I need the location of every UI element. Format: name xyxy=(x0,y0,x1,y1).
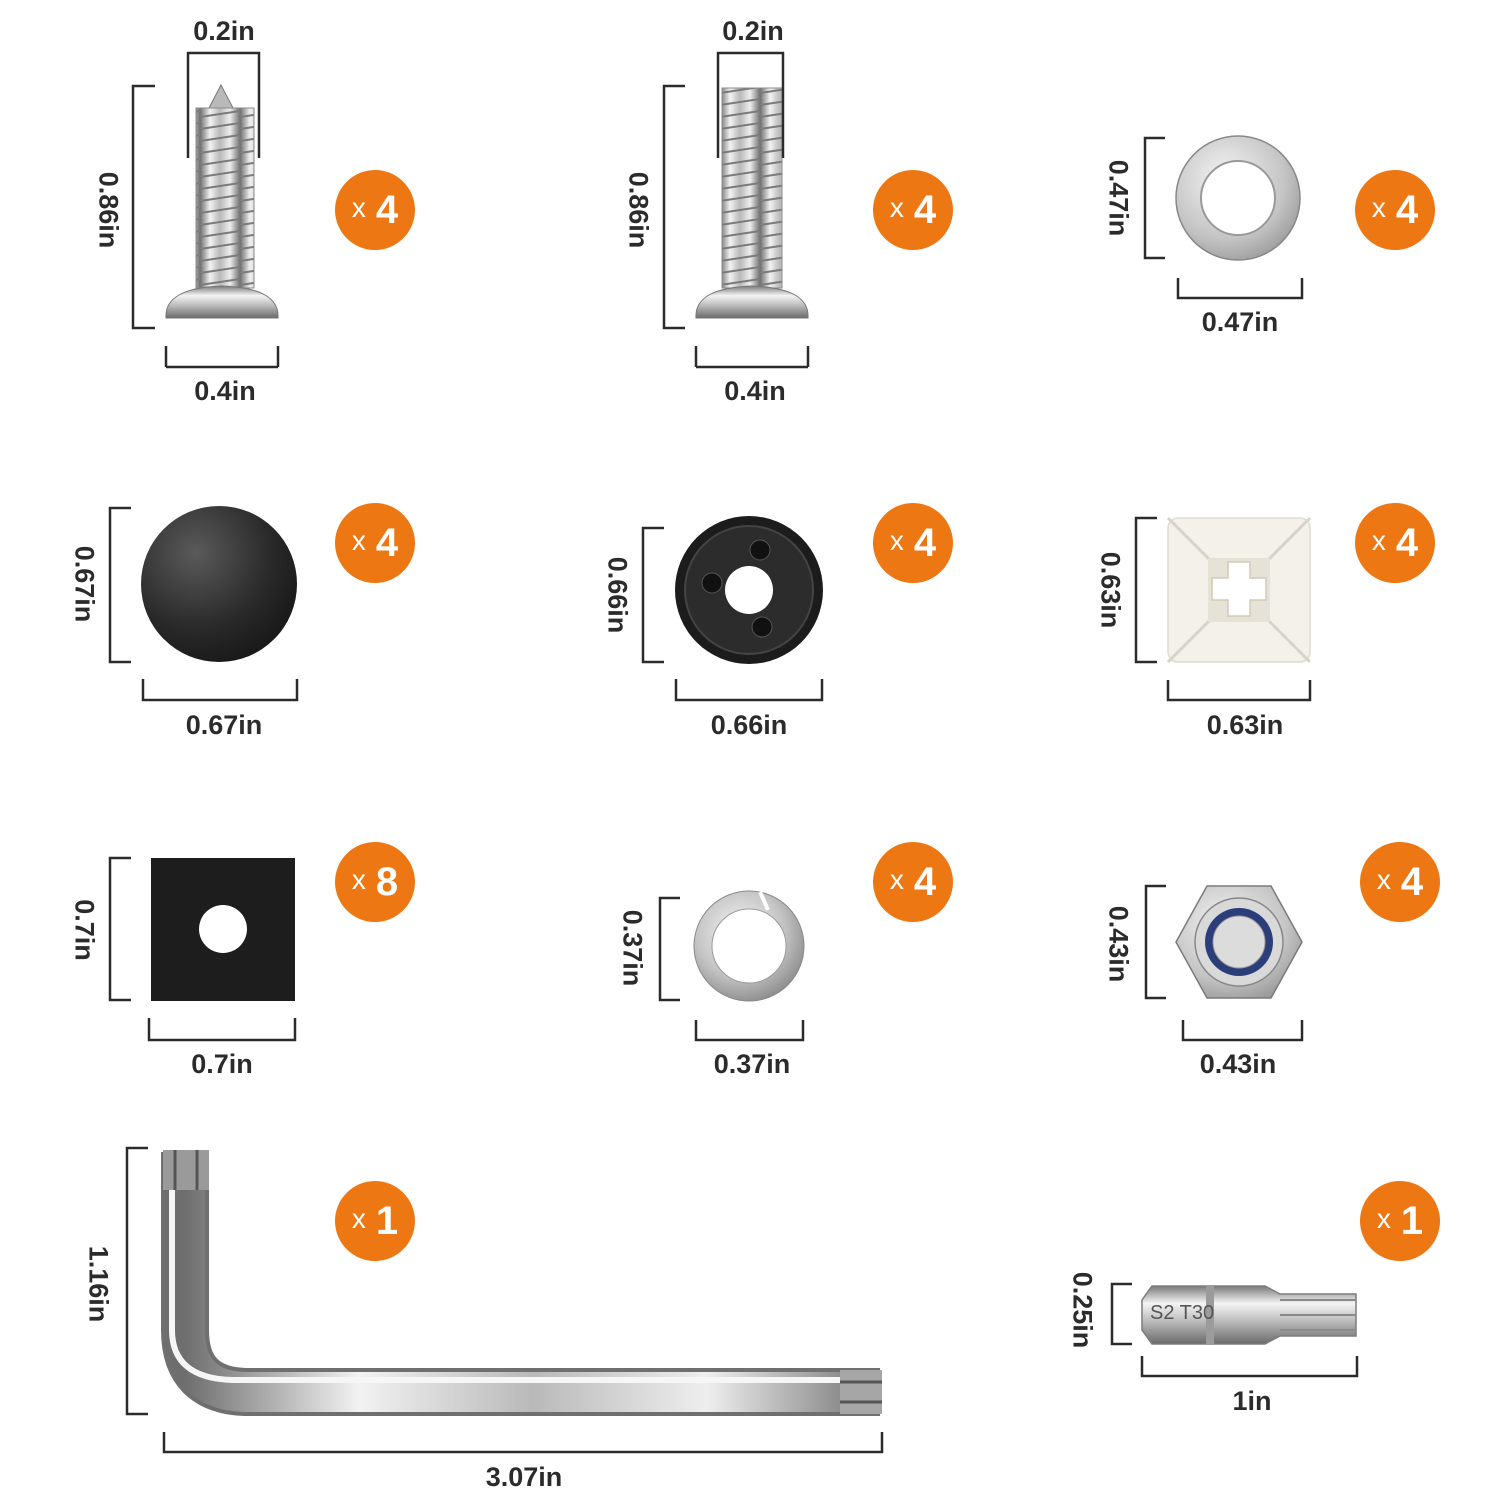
plastic-anchor-brackets xyxy=(1134,516,1312,702)
lock-nut-brackets xyxy=(1144,884,1304,1042)
torx-wrench-icon xyxy=(161,1150,882,1416)
tapping-screw-icon xyxy=(165,83,279,319)
torx-wrench-height-dim: 1.16in xyxy=(83,1245,114,1323)
torx-bit-length-dim: 1in xyxy=(1232,1386,1272,1416)
badge-multiply-sign: x xyxy=(889,525,904,556)
lock-washer-brackets xyxy=(658,896,805,1042)
flat-washer-icon xyxy=(1175,135,1301,261)
tapping-screw-head-dim: 0.4in xyxy=(194,376,256,406)
lock-nut-height-dim: 0.43in xyxy=(1103,905,1134,983)
badge-quantity: 4 xyxy=(913,859,937,904)
lock-nut-icon xyxy=(1175,885,1303,999)
badge-multiply-sign: x xyxy=(1371,192,1386,223)
plastic-anchor-height-dim: 0.63in xyxy=(1095,551,1126,629)
badge-multiply-sign: x xyxy=(1376,864,1391,895)
badge-quantity: 4 xyxy=(1400,859,1424,904)
cap-base-width-dim: 0.66in xyxy=(710,710,788,740)
machine-screw-thread-dim: 0.2in xyxy=(722,16,784,46)
badge-multiply-sign: x xyxy=(351,864,366,895)
badge-multiply-sign: x xyxy=(1371,525,1386,556)
screw-cap-height-dim: 0.67in xyxy=(69,545,100,623)
machine-screw-icon xyxy=(695,87,809,319)
lock-nut-width-dim: 0.43in xyxy=(1199,1049,1277,1079)
lock-washer-height-dim: 0.37in xyxy=(617,909,648,987)
foam-pad-icon xyxy=(151,858,295,1001)
badge-multiply-sign: x xyxy=(1376,1203,1391,1234)
cap-base-icon xyxy=(675,516,823,664)
badge-quantity: 1 xyxy=(375,1198,399,1243)
tapping-screw-length-dim: 0.86in xyxy=(93,171,124,249)
badge-quantity: 4 xyxy=(1395,520,1419,565)
plastic-anchor-width-dim: 0.63in xyxy=(1206,710,1284,740)
screw-cap-width-dim: 0.67in xyxy=(185,710,263,740)
badge-multiply-sign: x xyxy=(351,1203,366,1234)
badge-quantity: 4 xyxy=(913,520,937,565)
cap-base-brackets xyxy=(641,526,824,702)
foam-pad-height-dim: 0.7in xyxy=(69,899,100,961)
screw-cap-brackets xyxy=(108,506,299,702)
foam-pad-width-dim: 0.7in xyxy=(191,1049,253,1079)
flat-washer-brackets xyxy=(1143,136,1304,300)
lock-washer-icon xyxy=(693,890,805,1002)
badge-multiply-sign: x xyxy=(351,525,366,556)
badge-quantity: 8 xyxy=(375,859,399,904)
badge-quantity: 4 xyxy=(375,520,399,565)
screw-cap-icon xyxy=(141,506,297,662)
badge-quantity: 1 xyxy=(1400,1198,1424,1243)
badge-multiply-sign: x xyxy=(889,192,904,223)
torx-bit-icon xyxy=(1141,1285,1357,1345)
torx-bit-brackets xyxy=(1110,1282,1359,1378)
flat-washer-width-dim: 0.47in xyxy=(1201,307,1279,337)
torx-bit-marking: S2 T30 xyxy=(1150,1302,1215,1324)
machine-screw-head-dim: 0.4in xyxy=(724,376,786,406)
machine-screw-length-dim: 0.86in xyxy=(623,171,654,249)
torx-wrench-length-dim: 3.07in xyxy=(485,1462,563,1492)
badge-quantity: 4 xyxy=(1395,187,1419,232)
foam-pad-brackets xyxy=(108,856,297,1042)
badge-quantity: 4 xyxy=(913,187,937,232)
torx-wrench-brackets xyxy=(125,1146,884,1454)
badge-quantity: 4 xyxy=(375,187,399,232)
tapping-screw-brackets xyxy=(131,51,280,369)
plastic-anchor-icon xyxy=(1166,516,1312,664)
badge-multiply-sign: x xyxy=(351,192,366,223)
machine-screw-brackets xyxy=(662,51,810,369)
flat-washer-height-dim: 0.47in xyxy=(1103,159,1134,237)
cap-base-height-dim: 0.66in xyxy=(602,556,633,634)
tapping-screw-thread-dim: 0.2in xyxy=(193,16,255,46)
lock-washer-width-dim: 0.37in xyxy=(713,1049,791,1079)
torx-bit-height-dim: 0.25in xyxy=(1067,1271,1098,1349)
badge-multiply-sign: x xyxy=(889,864,904,895)
